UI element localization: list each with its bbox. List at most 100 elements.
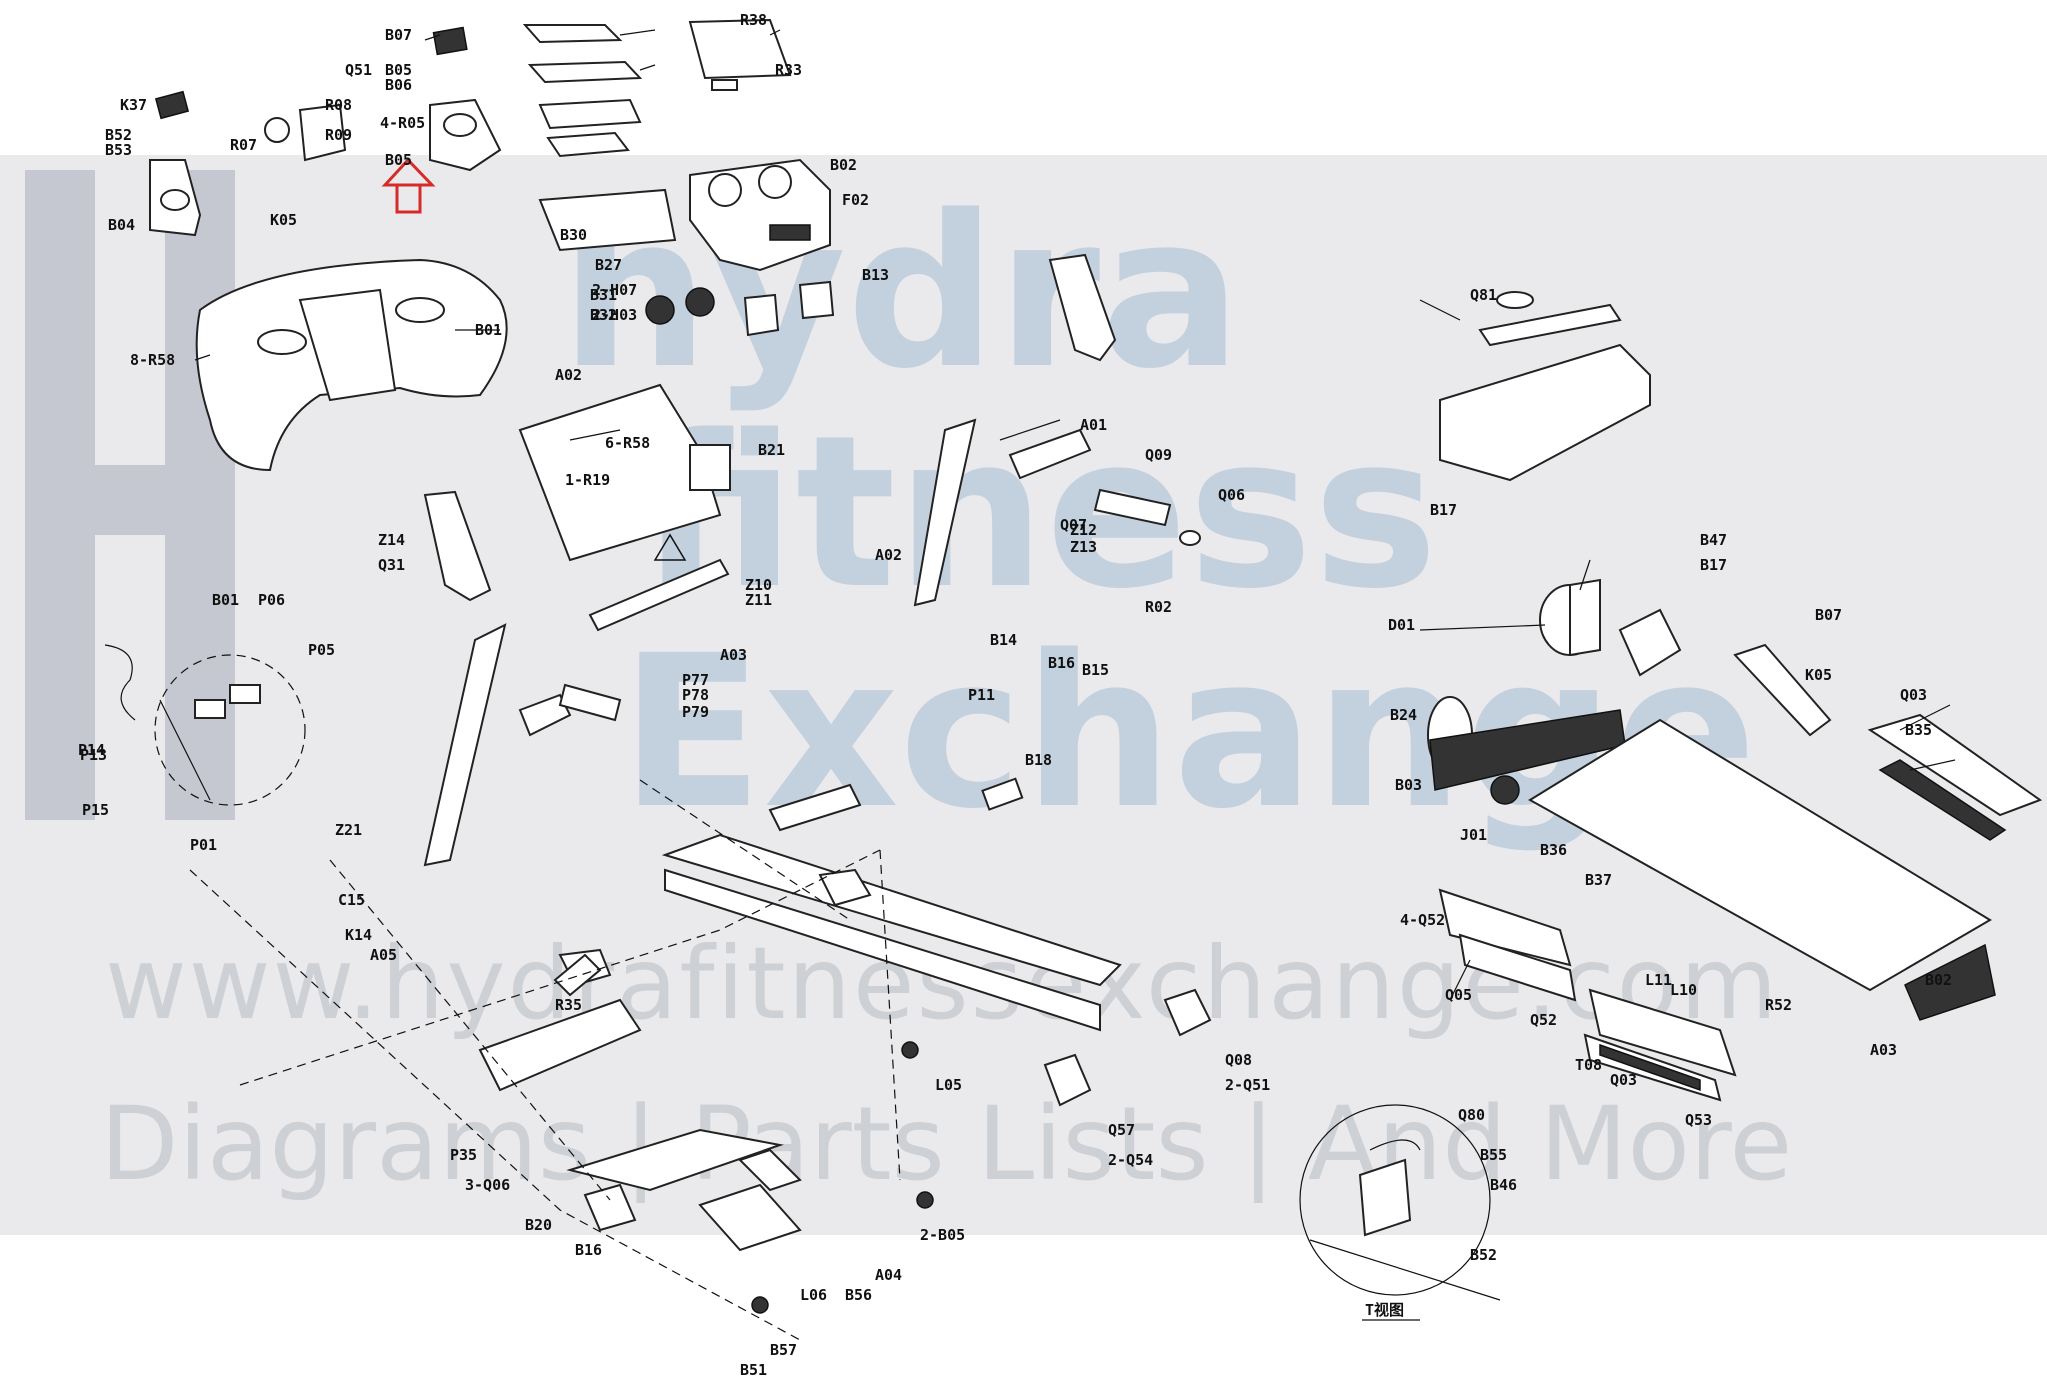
main-console	[538, 158, 835, 337]
deck	[1438, 643, 2043, 1102]
part-label-b27: B27	[595, 256, 622, 274]
part-label-b13: B13	[862, 266, 889, 284]
part-label-b01b: B01	[212, 591, 239, 609]
part-label-b16b: B16	[575, 1241, 602, 1259]
part-label-r02: R02	[1145, 598, 1172, 616]
part-label-b02b: B02	[1925, 971, 1952, 989]
part-label-q57: Q57	[1108, 1121, 1135, 1139]
right-handlebar-cap	[1048, 253, 1117, 362]
part-label-b05: B05	[385, 61, 412, 79]
hand-grips	[518, 428, 1201, 737]
part-label-q51: Q51	[345, 61, 372, 79]
part-label-a03b: A03	[1870, 1041, 1897, 1059]
part-label-q08: Q08	[1225, 1051, 1252, 1069]
part-label-2-b05: 2-B05	[920, 1226, 965, 1244]
fan-block-right	[432, 26, 468, 56]
part-label-p35: P35	[450, 1146, 477, 1164]
reference-lines	[189, 779, 901, 1341]
part-label-b20: B20	[525, 1216, 552, 1234]
part-label-q80: Q80	[1458, 1106, 1485, 1124]
part-label-p01: P01	[190, 836, 217, 854]
part-label-b32: B32	[590, 306, 617, 324]
watermark-brand-line-2: fitness	[640, 390, 1438, 635]
part-label-b47: B47	[1700, 531, 1727, 549]
part-label-l05: L05	[935, 1076, 962, 1094]
part-label-l11: L11	[1645, 971, 1672, 989]
part-label-q52: Q52	[1530, 1011, 1557, 1029]
watermark-tagline: Diagrams | Parts Lists | And More	[100, 1085, 1793, 1204]
part-label-b06: B06	[385, 76, 412, 94]
part-label-2-h03: 2-H03	[592, 306, 637, 324]
fan-block-left	[154, 90, 190, 120]
part-label-b16: B16	[1048, 654, 1075, 672]
cupholder-left	[257, 329, 307, 355]
part-label-c15: C15	[338, 891, 365, 909]
highlight-arrow-icon	[381, 157, 436, 214]
part-label-b51: B51	[740, 1361, 767, 1379]
part-label-f02: F02	[842, 191, 869, 209]
watermark-logo	[25, 170, 235, 820]
part-label-q81: Q81	[1470, 286, 1497, 304]
part-label-p79: P79	[682, 703, 709, 721]
console-mast-bracket	[518, 383, 731, 562]
part-label-r33: R33	[775, 61, 802, 79]
part-label-q03: Q03	[1900, 686, 1927, 704]
crossbar	[588, 558, 730, 632]
part-label-1-r19: 1-R19	[565, 471, 610, 489]
part-label-b52: B52	[105, 126, 132, 144]
part-label-2-q51: 2-Q51	[1225, 1076, 1270, 1094]
part-label-b03: B03	[1395, 776, 1422, 794]
left-handlebar-cap	[423, 490, 492, 602]
part-label-b17: B17	[1430, 501, 1457, 519]
part-label-t08: T08	[1575, 1056, 1602, 1074]
part-label-b17b: B17	[1700, 556, 1727, 574]
part-label-a02: A02	[555, 366, 582, 384]
part-label-b18: B18	[1025, 751, 1052, 769]
part-label-r08: R08	[325, 96, 352, 114]
motor-hood	[1439, 291, 1651, 482]
part-label-b35: B35	[1905, 721, 1932, 739]
part-label-b36: B36	[1540, 841, 1567, 859]
part-label-b07b: B07	[1815, 606, 1842, 624]
part-label-b31: B31	[590, 286, 617, 304]
t-view-detail	[1299, 1104, 1501, 1301]
part-label-b52b: B52	[1470, 1246, 1497, 1264]
part-label-p77: P77	[682, 671, 709, 689]
part-label-b24: B24	[1390, 706, 1417, 724]
part-label-2-q54: 2-Q54	[1108, 1151, 1153, 1169]
part-label-b30: B30	[560, 226, 587, 244]
plate-stack	[522, 18, 792, 158]
part-label-r09: R09	[325, 126, 352, 144]
part-label-b55: B55	[1480, 1146, 1507, 1164]
part-label-r07: R07	[230, 136, 257, 154]
console-upper-group	[149, 26, 508, 472]
drive-motor	[1539, 578, 1682, 677]
part-label-r35: R35	[555, 996, 582, 1014]
part-label-8-r58: 8-R58	[130, 351, 175, 369]
part-label-q05: Q05	[1445, 986, 1472, 1004]
part-label-a02b: A02	[875, 546, 902, 564]
incline-frame	[478, 948, 934, 1314]
part-label-b14: B14	[990, 631, 1017, 649]
part-label-d01: D01	[1388, 616, 1415, 634]
part-label-6-r58: 6-R58	[605, 434, 650, 452]
part-label-r52: R52	[1765, 996, 1792, 1014]
part-label-b02: B02	[830, 156, 857, 174]
cupholder-right	[395, 297, 445, 323]
part-label-b56: B56	[845, 1286, 872, 1304]
part-label-r38: R38	[740, 11, 767, 29]
part-label-l06: L06	[800, 1286, 827, 1304]
part-label-k37: K37	[120, 96, 147, 114]
part-label-b01: B01	[475, 321, 502, 339]
part-label-a05: A05	[370, 946, 397, 964]
console-insert	[298, 288, 397, 402]
part-label-z21: Z21	[335, 821, 362, 839]
part-label-p15: P15	[82, 801, 109, 819]
part-label-q53: Q53	[1685, 1111, 1712, 1129]
part-label-z10: Z10	[745, 576, 772, 594]
part-label-4-q52: 4-Q52	[1400, 911, 1445, 929]
part-label-b53: B53	[105, 141, 132, 159]
speaker-knob	[264, 117, 290, 143]
part-label-l10: L10	[1670, 981, 1697, 999]
